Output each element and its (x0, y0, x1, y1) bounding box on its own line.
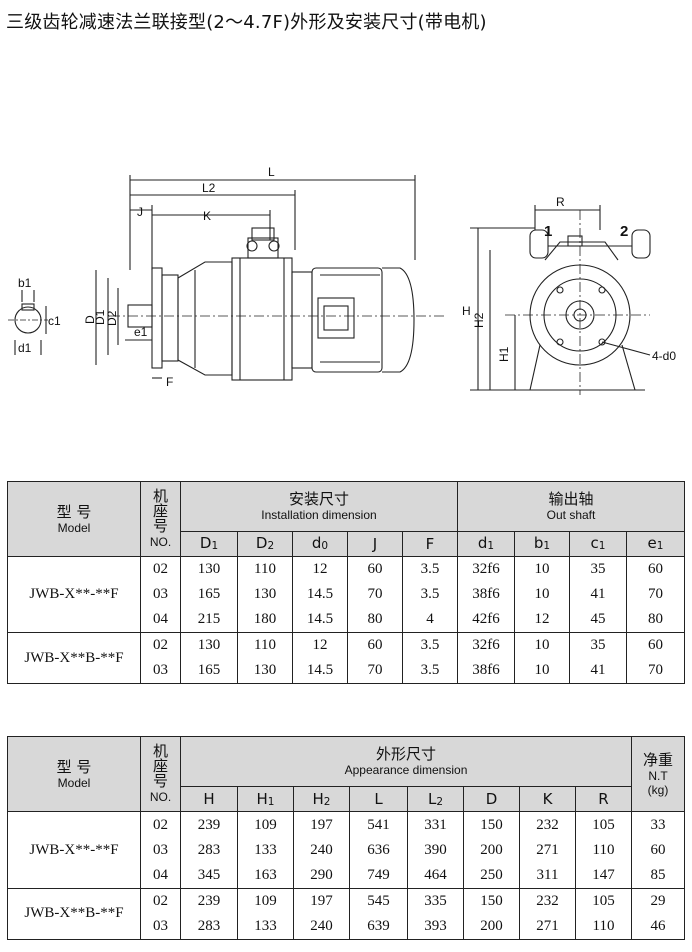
model-header: 型 号 Model (7, 481, 141, 557)
column-header-l2: L2 (407, 786, 464, 813)
column-header-d2: D2 (237, 531, 293, 557)
dim-label-D1: D1 (93, 309, 107, 325)
column-header-j: J (347, 531, 403, 557)
dim-label-H1: H1 (497, 346, 511, 362)
model-cell: JWB-X**-**F (7, 811, 141, 889)
page-title: 三级齿轮减速法兰联接型(2～4.7F)外形及安装尺寸(带电机) (6, 12, 487, 33)
dim-label-c1: c1 (48, 314, 61, 328)
column-header-d1: D1 (180, 531, 238, 557)
column-header-h1: H1 (237, 786, 294, 813)
dim-label-F: F (166, 375, 173, 389)
column-header-e1: e1 (625, 531, 686, 557)
installation-dimension-header: 安装尺寸 Installation dimension (180, 481, 458, 532)
dim-label-L2: L2 (202, 181, 216, 195)
dim-label-D: D (83, 315, 97, 324)
dim-label-e1: e1 (134, 325, 148, 339)
net-weight-header: 净重 N.T (kg) (631, 735, 685, 813)
column-header-r: R (575, 786, 632, 813)
reducer-drawing: L L2 J K D D1 D2 e1 F b1 c1 d1 R H H2 H1… (8, 165, 676, 395)
dim-label-L: L (268, 165, 275, 179)
model-cell: JWB-X**B-**F (7, 887, 141, 941)
column-header-h: H (180, 786, 238, 813)
column-header-c1: c1 (569, 531, 627, 557)
column-header-h2: H2 (293, 786, 350, 813)
column-header-d1: d1 (457, 531, 515, 557)
appearance-dimension-header: 外形尺寸 Appearance dimension (180, 735, 632, 788)
column-header-d: D (463, 786, 520, 813)
dim-label-D2: D2 (105, 310, 119, 326)
dim-label-d1: d1 (18, 341, 32, 355)
seat-no-header: 机座号 NO. (140, 735, 181, 813)
dim-label-J: J (137, 205, 143, 219)
model-cell: JWB-X**-**F (7, 556, 141, 633)
appearance-dimension-table: 型 号 Model 机座号 NO. 外形尺寸 Appearance dimens… (7, 735, 685, 941)
dim-label-H: H (462, 304, 471, 318)
dim-label-H2: H2 (472, 312, 486, 328)
model-cell: JWB-X**B-**F (7, 632, 141, 684)
dim-label-K: K (203, 209, 211, 223)
column-header-l: L (349, 786, 408, 813)
dim-label-b1: b1 (18, 276, 32, 290)
model-header: 型 号 Model (7, 735, 141, 813)
handwheel-label-2: 2 (620, 223, 628, 240)
seat-no-header: 机座号 NO. (140, 481, 181, 557)
column-header-d0: d0 (292, 531, 348, 557)
installation-dimension-table: 型 号 Model 机座号 NO. 安装尺寸 Installation dime… (7, 481, 686, 684)
dim-label-holes: 4-d0 (652, 349, 676, 363)
column-header-k: K (519, 786, 576, 813)
out-shaft-header: 输出轴 Out shaft (456, 481, 686, 532)
handwheel-label-1: 1 (544, 223, 552, 240)
dim-label-R: R (556, 195, 565, 209)
column-header-b1: b1 (514, 531, 570, 557)
column-header-f: F (402, 531, 458, 557)
